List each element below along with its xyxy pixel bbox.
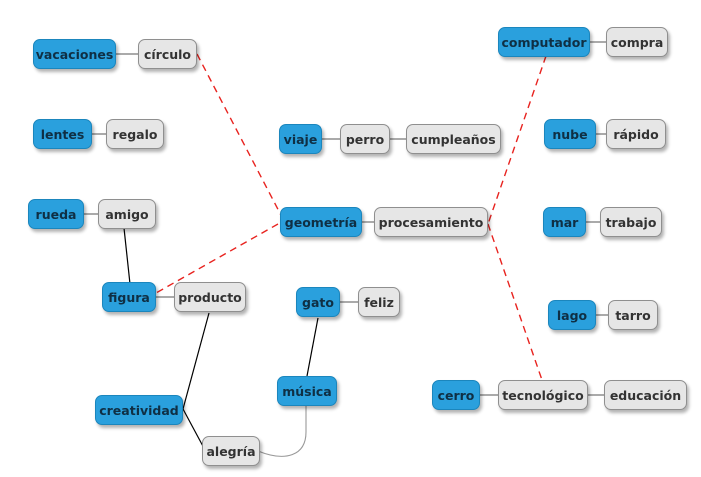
node-amigo[interactable]: amigo bbox=[98, 199, 156, 229]
node-rueda[interactable]: rueda bbox=[28, 199, 84, 229]
dashed-link-computador-procesamiento bbox=[487, 55, 547, 225]
node-lago[interactable]: lago bbox=[548, 300, 596, 330]
solid-link-amigo-figura bbox=[123, 227, 131, 285]
node-compra[interactable]: compra bbox=[606, 27, 668, 57]
curve-link-alegria-musica bbox=[257, 404, 307, 457]
node-gato[interactable]: gato bbox=[296, 287, 340, 317]
node-rapido[interactable]: rápido bbox=[606, 119, 666, 149]
node-musica[interactable]: música bbox=[277, 376, 337, 406]
node-creatividad[interactable]: creatividad bbox=[95, 395, 183, 425]
node-circulo[interactable]: círculo bbox=[138, 39, 197, 69]
node-alegria[interactable]: alegría bbox=[202, 436, 260, 466]
node-lentes[interactable]: lentes bbox=[33, 119, 92, 149]
node-producto[interactable]: producto bbox=[174, 282, 246, 312]
node-geometria[interactable]: geometría bbox=[280, 207, 362, 237]
node-computador[interactable]: computador bbox=[498, 27, 590, 57]
node-tarro[interactable]: tarro bbox=[608, 300, 658, 330]
node-figura[interactable]: figura bbox=[102, 282, 156, 312]
node-regalo[interactable]: regalo bbox=[106, 119, 164, 149]
solid-link-producto-creatividad bbox=[182, 312, 210, 410]
dashed-link-procesamiento-tecnologico bbox=[487, 223, 543, 381]
node-viaje[interactable]: viaje bbox=[279, 124, 322, 154]
node-nube[interactable]: nube bbox=[544, 119, 596, 149]
node-vacaciones[interactable]: vacaciones bbox=[33, 39, 116, 69]
node-cerro[interactable]: cerro bbox=[432, 380, 480, 410]
node-trabajo[interactable]: trabajo bbox=[600, 207, 662, 237]
dashed-link-circulo-geometria bbox=[196, 53, 284, 220]
node-procesamiento[interactable]: procesamiento bbox=[374, 207, 488, 237]
solid-link-creatividad-alegria bbox=[182, 408, 206, 451]
solid-link-gato-musica bbox=[306, 317, 319, 377]
node-mar[interactable]: mar bbox=[543, 207, 586, 237]
node-educacion[interactable]: educación bbox=[604, 380, 687, 410]
node-perro[interactable]: perro bbox=[340, 124, 390, 154]
node-cumpleanos[interactable]: cumpleaños bbox=[406, 124, 501, 154]
node-feliz[interactable]: feliz bbox=[358, 287, 400, 317]
node-tecnologico[interactable]: tecnológico bbox=[498, 380, 588, 410]
